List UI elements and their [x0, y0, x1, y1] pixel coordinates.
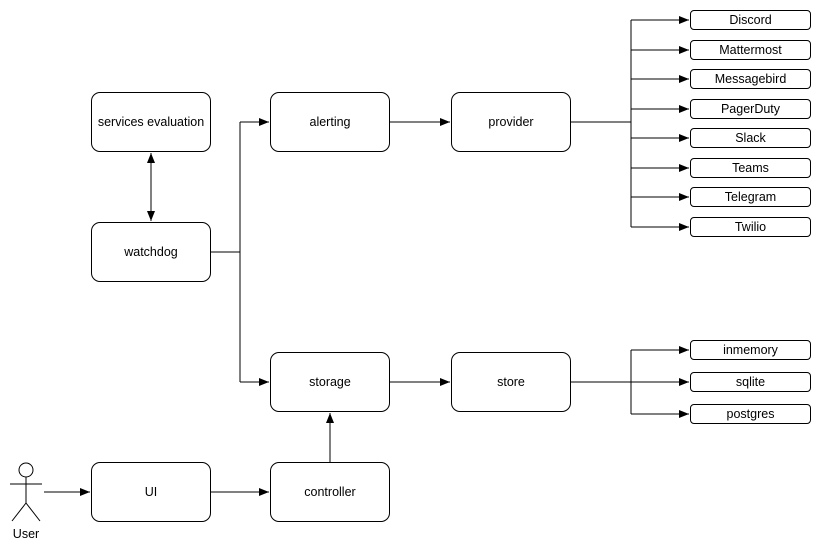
user-actor-icon: [10, 462, 42, 522]
endpoint-pagerduty: PagerDuty: [690, 99, 811, 119]
edge-store-trunk: [571, 350, 632, 414]
node-watchdog: watchdog: [91, 222, 211, 282]
node-provider: provider: [451, 92, 571, 152]
user-actor-label: User: [12, 527, 40, 541]
endpoint-sqlite: sqlite: [690, 372, 811, 392]
endpoint-mattermost: Mattermost: [690, 40, 811, 60]
endpoint-postgres: postgres: [690, 404, 811, 424]
node-ui: UI: [91, 462, 211, 522]
endpoint-messagebird: Messagebird: [690, 69, 811, 89]
node-controller: controller: [270, 462, 390, 522]
edge-provider-trunk: [571, 20, 632, 227]
node-store: store: [451, 352, 571, 412]
endpoint-telegram: Telegram: [690, 187, 811, 207]
endpoint-teams: Teams: [690, 158, 811, 178]
node-storage: storage: [270, 352, 390, 412]
node-alerting: alerting: [270, 92, 390, 152]
endpoint-inmemory: inmemory: [690, 340, 811, 360]
edge-watchdog-branch-trunk: [211, 122, 241, 382]
endpoint-twilio: Twilio: [690, 217, 811, 237]
endpoint-discord: Discord: [690, 10, 811, 30]
endpoint-slack: Slack: [690, 128, 811, 148]
node-services-evaluation: services evaluation: [91, 92, 211, 152]
